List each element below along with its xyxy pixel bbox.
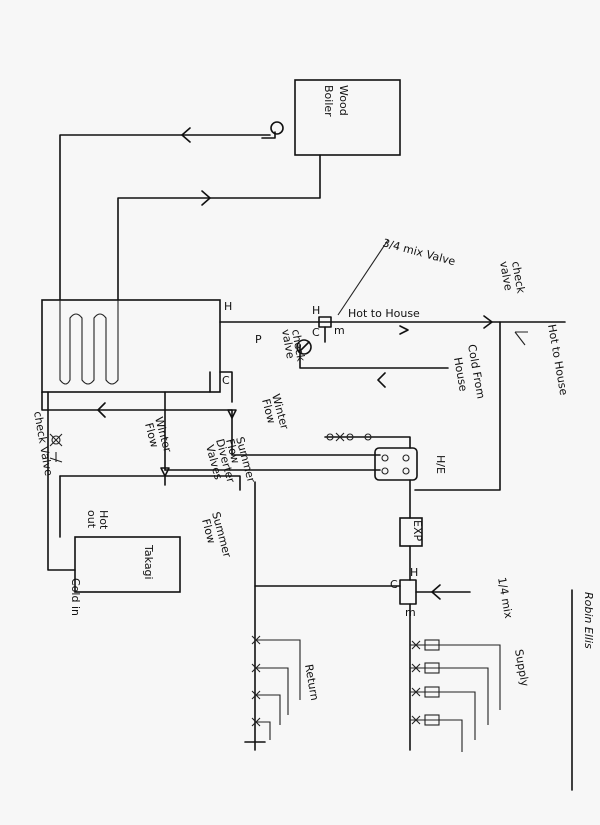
check-valve-mid-label: check [289,328,308,363]
hot-to-house-label-right: Hot to House [545,323,570,396]
expansion-tank-box [399,517,423,547]
flow-arrow-icon [201,190,211,206]
mix-valve-label: 3/4 mix Valve [381,236,457,268]
flow-arrow-icon [431,584,441,600]
flow-arrow-icon [483,315,493,329]
mix-h-tag: H [312,304,320,317]
cold-in-label: Cold in [69,578,82,616]
right-return-pipe [414,321,501,491]
return-zone-valves [251,635,261,727]
boiler-return-pipe [117,154,321,301]
tank-h-tag: H [224,300,232,313]
heat-exchanger-box [374,447,418,481]
expansion-label: EXP [411,520,424,541]
hot-to-house-label: Hot to House [348,307,420,320]
tank-label: Takagi [142,544,155,580]
wood-boiler-box [294,79,401,156]
hot-out-label-2: out [85,510,98,529]
storage-tank-box [41,299,221,393]
mix-m-tag: m [334,324,345,337]
flow-arrow-icon [97,402,106,418]
winter-flow-label-2: Flow [259,397,278,425]
flow-arrow-icon [181,127,191,143]
mix-c-tag: C [312,326,320,339]
supply-zone-pumps [411,639,440,726]
hx-label: H/E [434,455,447,474]
flow-arrow-icon [377,372,386,388]
boiler-label-2: Boiler [322,85,335,117]
tank-c-tag: C [222,374,230,387]
heat-coil-icon [59,300,119,385]
flow-arrow-icon [399,325,409,335]
summer-flow-bottom-label-2: Flow [199,517,218,545]
quarter-mix-valve-icon [399,579,417,605]
mix2-c-tag: C [390,578,398,591]
check-valve-top-label: check [509,260,528,295]
cold-from-house-label: Cold From [465,343,487,400]
check-valve-icon [51,435,61,445]
diverter-valve-icon [227,409,237,419]
signature: Robin Ellis [582,592,595,649]
winter-flow-left-label-2: Flow [142,421,161,449]
mix2-h-tag: H [410,566,418,579]
return-label: Return [302,663,321,701]
boiler-label: Wood [337,85,350,116]
summer-flow-label-2: Flow [223,437,242,465]
diverter-valve-icon [160,467,170,477]
cold-from-house-label-2: House [451,356,470,392]
boiler-pump-icon [270,121,284,135]
check-valve-icon [296,339,312,355]
quarter-mix-label: 1/4 mix [495,576,515,620]
hot-out-label: Hot [97,510,110,530]
check-valve-top-label-2: valve [497,260,515,292]
supply-label: Supply [512,648,531,688]
p-tag: P [255,333,262,346]
check-valve-mid-label-2: valve [279,328,297,360]
takagi-heater-box [74,536,181,593]
boiler-supply-pipe [59,134,271,301]
mix2-m-tag: m [405,606,416,619]
